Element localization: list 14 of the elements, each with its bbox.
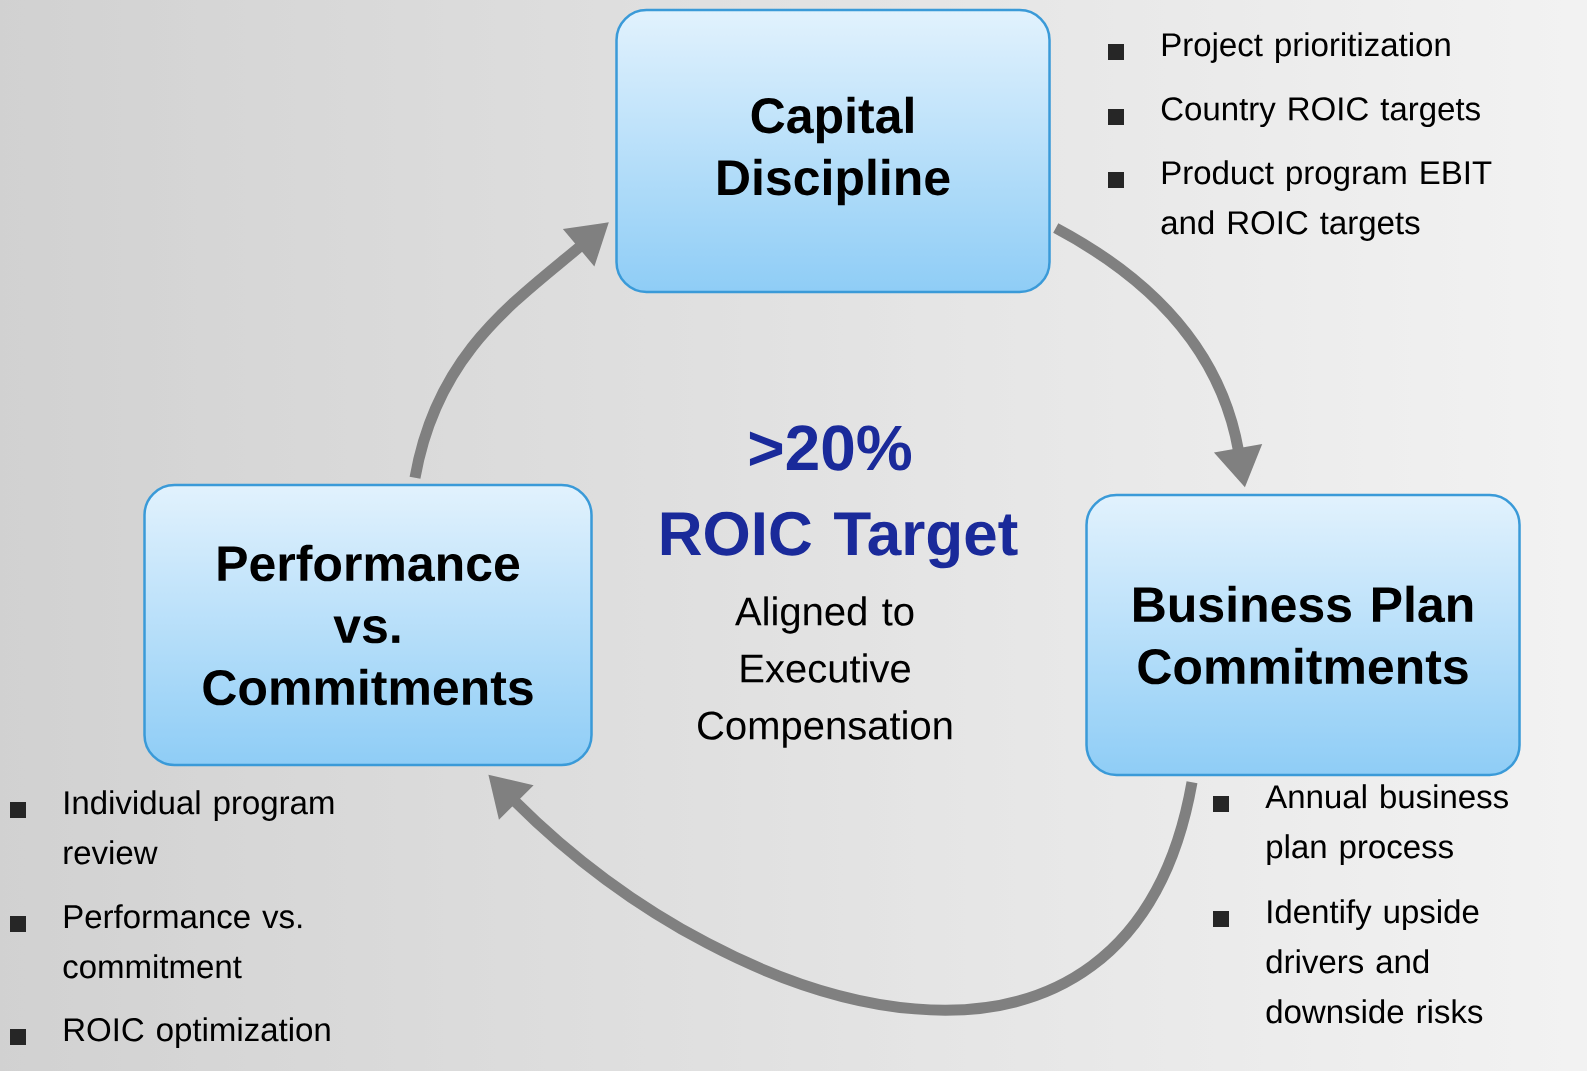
bullet-item: Performance vs. commitment — [10, 904, 302, 979]
bullet-item: Project prioritization — [1108, 32, 1450, 63]
bullet-item: Individual program review — [10, 790, 334, 865]
process-box: Performance vs. Commitments — [143, 483, 593, 767]
bullet-item: Product program EBIT and ROIC targets — [1108, 160, 1492, 241]
bullet-item: ROIC optimization — [10, 1017, 330, 1048]
bullet-item: Annual business plan process — [1213, 784, 1508, 865]
note-text: Aligned to Executive Compensation — [698, 596, 952, 748]
process-box: Business Plan Commitments — [1085, 493, 1521, 777]
process-box: Capital Discipline — [615, 8, 1051, 294]
heading: ROIC Target — [661, 511, 1018, 569]
bullet-item: Country ROIC targets — [1108, 97, 1480, 128]
bullet-item: Identify upside drivers and downside risks — [1213, 899, 1483, 1024]
percent-heading: >20% — [749, 425, 912, 471]
